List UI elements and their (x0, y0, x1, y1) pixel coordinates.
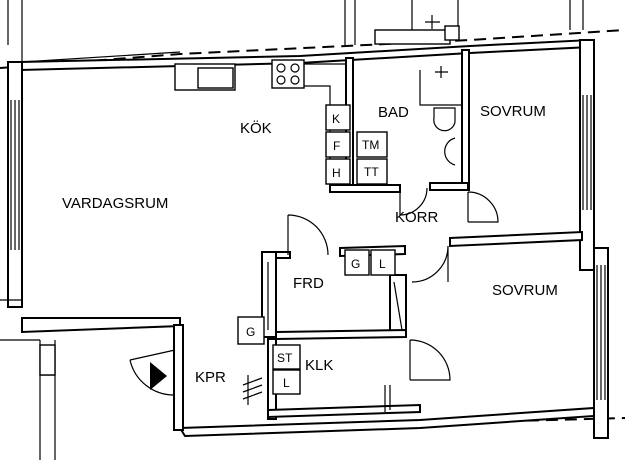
room-label-kok: KÖK (240, 119, 272, 137)
kitchen-sink (197, 67, 234, 89)
room-label-frd: FRD (293, 275, 324, 292)
kpr-g-unit (237, 316, 265, 345)
neighbour-wall (344, 0, 584, 45)
door-klk (409, 339, 451, 381)
klk-st-label: ST (277, 351, 293, 365)
bath-shower-area (419, 70, 462, 106)
room-label-sovrum-2: SOVRUM (492, 282, 558, 299)
klk-l-unit (272, 369, 301, 395)
toilet (433, 107, 456, 132)
door-korr-sovrum (467, 191, 499, 223)
entrance-marker (150, 362, 167, 390)
neighbour-symbol (425, 15, 440, 29)
frd-l-unit (370, 249, 396, 276)
property-boundary (0, 29, 625, 69)
room-label-bad: BAD (378, 104, 409, 121)
klk-st-unit (272, 344, 301, 370)
door-korr-bad (399, 187, 428, 216)
kpr-g-label: G (246, 325, 255, 339)
stove-burner (276, 75, 286, 85)
outer-wall-bottom-left (21, 317, 181, 334)
wall-sovrum-divider (449, 230, 583, 248)
bath-tt-unit (356, 158, 388, 185)
neighbour-door (39, 344, 56, 376)
klk-wardrobe-lines (384, 385, 391, 412)
frd-g-unit (344, 249, 370, 276)
frd-g-label: G (351, 257, 360, 271)
room-label-vardagsrum: VARDAGSRUM (62, 195, 168, 212)
wall-klk-bottom (267, 403, 421, 419)
kitchen-h-cabinet (325, 158, 351, 185)
wall-frd-top (275, 251, 291, 259)
wall-bad-bottom-right (429, 182, 469, 191)
stove (271, 59, 305, 89)
room-label-klk: KLK (305, 357, 333, 374)
door-sovrum-2 (411, 245, 449, 283)
bath-tm-unit (356, 131, 388, 158)
door-frd (287, 214, 329, 256)
wall-kpr-left (173, 324, 184, 431)
wall-bad-sovrum (461, 49, 470, 191)
kitchen-k-cabinet (325, 104, 351, 131)
kitchen-h-label: H (332, 166, 341, 180)
frd-l-label: L (379, 257, 386, 271)
neighbour-wall (7, 0, 181, 63)
room-label-korr: KORR (395, 209, 439, 226)
frd-shelf (267, 262, 403, 331)
wall-frd-bottom (275, 328, 407, 341)
window-right (582, 95, 592, 210)
window-right-lower (596, 265, 606, 400)
kpr-wardrobe-lines (242, 375, 263, 405)
bath-tt-label: TT (364, 165, 379, 179)
stove-burner (290, 63, 300, 73)
kitchen-f-cabinet (325, 131, 351, 158)
wall-frd-left (261, 251, 277, 338)
door-entrance (129, 349, 176, 396)
bath-tm-label: TM (362, 138, 379, 152)
washbasin (444, 137, 456, 166)
stove-burner (290, 75, 300, 85)
room-label-kpr: KPR (195, 369, 226, 386)
kitchen-k-label: K (332, 112, 340, 126)
klk-l-label: L (283, 376, 290, 390)
wall-bad-bottom (329, 184, 401, 193)
room-label-sovrum-1: SOVRUM (480, 103, 546, 120)
neighbour-fixture (374, 29, 451, 45)
window-left (10, 100, 20, 250)
neighbour-wall-bottom-left (0, 299, 56, 460)
outer-wall-bottom (178, 406, 595, 438)
kitchen-f-label: F (333, 139, 340, 153)
bath-drain-symbol (435, 66, 448, 78)
outer-wall-top (19, 38, 591, 72)
neighbour-fixture (444, 25, 460, 41)
stove-burner (276, 63, 286, 73)
